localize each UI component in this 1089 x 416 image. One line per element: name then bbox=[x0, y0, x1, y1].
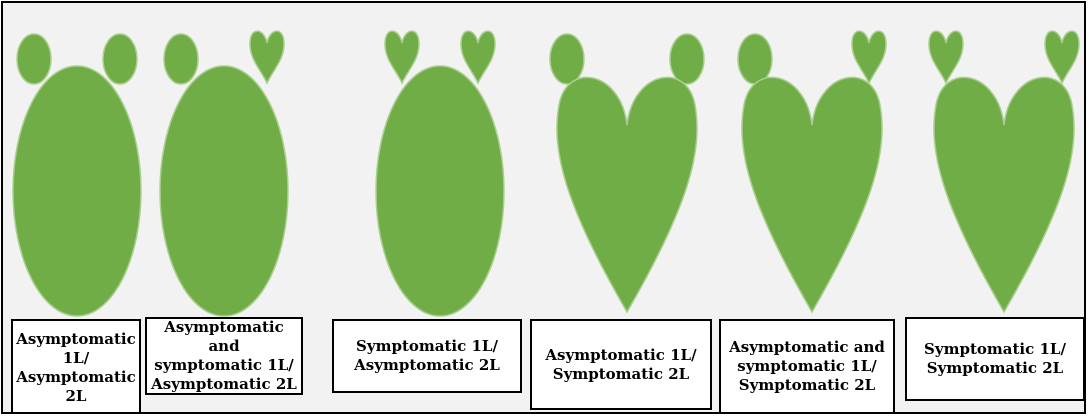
seedling-4-first-leaf-2-asymptomatic bbox=[670, 34, 704, 84]
seedling-label-1: Asymptomatic 1L/ Asymptomatic 2L bbox=[11, 319, 141, 414]
seedling-1-first-leaf-2-asymptomatic bbox=[103, 34, 137, 84]
seedling-label-4: Asymptomatic 1L/ Symptomatic 2L bbox=[530, 319, 712, 410]
seedling-3-first-leaf-2-symptomatic bbox=[461, 31, 495, 83]
seedling-6-second-leaf-symptomatic bbox=[934, 77, 1074, 312]
seedling-6-first-leaf-2-symptomatic bbox=[1045, 31, 1079, 83]
seedling-5-first-leaf-1-asymptomatic bbox=[738, 34, 772, 84]
seedling-label-6: Symptomatic 1L/ Symptomatic 2L bbox=[905, 317, 1085, 401]
seedling-4-first-leaf-1-asymptomatic bbox=[550, 34, 584, 84]
seedling-5-first-leaf-2-symptomatic bbox=[852, 31, 886, 83]
seedling-3-second-leaf-asymptomatic bbox=[376, 66, 504, 316]
seedling-label-3: Symptomatic 1L/ Asymptomatic 2L bbox=[332, 319, 522, 393]
seedling-2-first-leaf-1-asymptomatic bbox=[164, 34, 198, 84]
seedling-label-5: Asymptomatic and symptomatic 1L/ Symptom… bbox=[719, 319, 895, 414]
seedling-1-first-leaf-1-asymptomatic bbox=[17, 34, 51, 84]
seedling-label-2: Asymptomatic and symptomatic 1L/ Asympto… bbox=[145, 317, 303, 395]
seedling-5-second-leaf-symptomatic bbox=[742, 77, 882, 312]
seedling-2-second-leaf-asymptomatic bbox=[160, 66, 288, 316]
seedling-6-first-leaf-1-symptomatic bbox=[929, 31, 963, 83]
seedling-4-second-leaf-symptomatic bbox=[557, 77, 697, 312]
seedling-3-first-leaf-1-symptomatic bbox=[385, 31, 419, 83]
seedling-1-second-leaf-asymptomatic bbox=[13, 66, 141, 316]
seedling-2-first-leaf-2-symptomatic bbox=[250, 31, 284, 83]
